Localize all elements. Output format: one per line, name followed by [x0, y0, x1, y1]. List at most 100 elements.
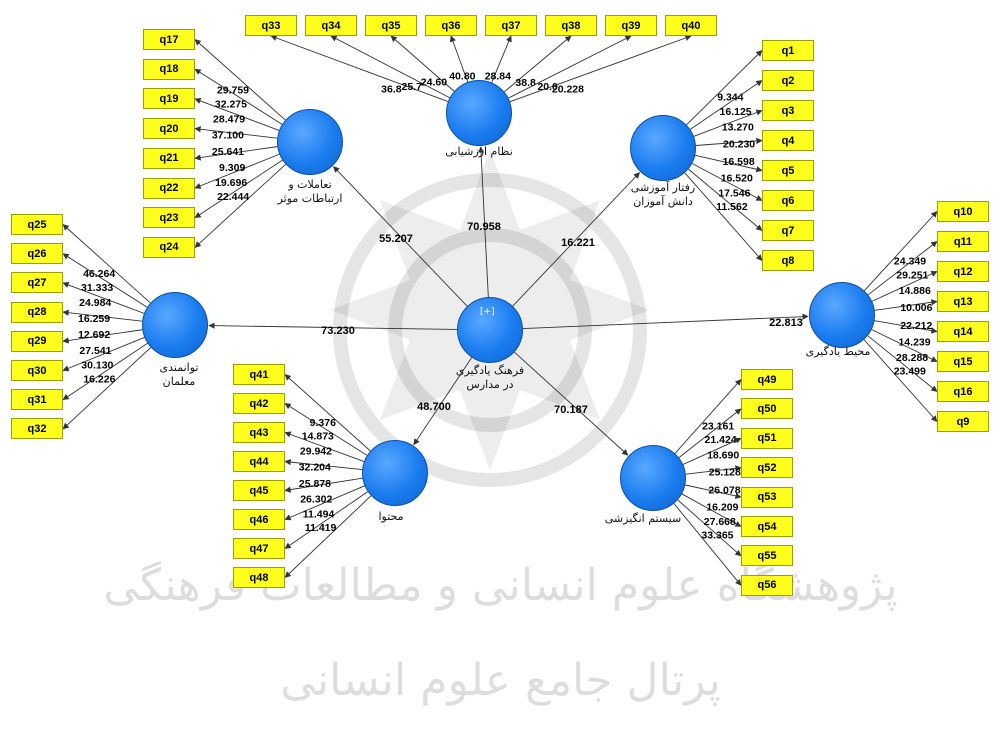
indicator-q40: q40: [665, 15, 717, 36]
loading-arrow-q47: [284, 491, 369, 549]
latent-label-line: در مدارس: [466, 378, 514, 391]
latent-label-line: دانش آموزان: [633, 195, 693, 208]
loading-arrow-q40: [509, 34, 692, 103]
loading-arrow-q49: [674, 379, 742, 454]
indicator-q3: q3: [762, 100, 814, 121]
loading-value-q46: 26.302: [300, 494, 332, 506]
indicator-q17: q17: [143, 29, 195, 50]
loading-value-q4: 20.230: [723, 139, 755, 151]
loading-value-q52: 25.128: [709, 467, 741, 479]
loading-arrow-q45: [284, 477, 363, 493]
loading-arrow-q48: [284, 495, 372, 578]
indicator-q31: q31: [11, 389, 63, 411]
indicator-q6: q6: [762, 190, 814, 211]
loading-value-q5: 16.598: [723, 156, 755, 168]
indicator-q54: q54: [741, 516, 793, 537]
indicator-q32: q32: [11, 418, 63, 440]
loading-value-q14: 22.212: [900, 320, 932, 332]
loading-value-q54: 16.209: [706, 501, 738, 513]
loading-value-q19: 28.479: [213, 113, 245, 125]
path-arrow-appraisal: [477, 146, 489, 298]
indicator-q45: q45: [233, 480, 285, 501]
latent-central: [457, 297, 523, 363]
latent-label-line: توانمندی: [159, 361, 199, 374]
loading-arrow-q13: [874, 299, 938, 311]
loading-value-q32: 16.226: [83, 373, 115, 385]
loading-arrow-q9: [863, 339, 938, 422]
path-coefficient-teacher_capability: 73.230: [321, 325, 355, 337]
loading-arrow-q15: [871, 329, 938, 362]
loading-arrow-q55: [677, 499, 742, 557]
loading-value-q30: 27.541: [79, 345, 111, 357]
indicator-q44: q44: [233, 451, 285, 472]
indicator-q4: q4: [762, 130, 814, 151]
indicator-q9: q9: [937, 411, 989, 432]
loading-value-q55: 27.668: [704, 516, 736, 528]
loading-arrow-q30: [62, 337, 145, 372]
loading-value-q11: 29.251: [896, 270, 928, 282]
loading-value-q26: 31.333: [81, 282, 113, 294]
loading-value-q35: 24.60: [421, 77, 447, 89]
indicator-q1: q1: [762, 40, 814, 61]
loading-arrow-q12: [871, 270, 938, 302]
loading-value-q28: 16.259: [78, 313, 110, 325]
indicator-q25: q25: [11, 214, 63, 235]
loading-value-q43: 29.942: [300, 446, 332, 458]
loading-value-q6: 16.520: [721, 173, 753, 185]
loading-arrow-q4: [695, 137, 763, 146]
indicator-q29: q29: [11, 330, 63, 352]
loading-arrow-q2: [690, 80, 763, 130]
indicator-q35: q35: [365, 15, 417, 36]
indicator-q11: q11: [937, 231, 989, 252]
latent-label-line: ارتباطات موثر: [277, 192, 343, 205]
loading-value-q7: 17.546: [718, 187, 750, 199]
latent-label-line: محتوا: [378, 510, 404, 523]
loading-value-q20: 37.100: [212, 130, 244, 142]
latent-label-line: سیستم انگیزشی: [604, 512, 682, 525]
path-arrow-content: [413, 357, 473, 446]
loading-value-q38: 38.8: [515, 77, 536, 89]
latent-label-learning_env: محیط یادگیری: [778, 345, 898, 359]
loading-arrow-q32: [62, 347, 152, 430]
path-coefficient-learning_behavior: 16.221: [561, 237, 595, 249]
latent-label-line: تعاملات و: [288, 178, 332, 191]
indicator-q39: q39: [605, 15, 657, 36]
loading-arrow-q42: [284, 403, 368, 456]
loading-arrow-q14: [874, 320, 938, 334]
loading-arrow-q36: [449, 35, 469, 83]
latent-appraisal: [446, 80, 512, 146]
indicator-q33: q33: [245, 15, 297, 36]
loading-value-q13: 10.006: [900, 302, 932, 314]
indicator-q43: q43: [233, 422, 285, 443]
indicator-q8: q8: [762, 250, 814, 271]
loading-value-q1: 9.344: [717, 92, 743, 104]
loading-arrow-q23: [194, 159, 283, 219]
indicator-q7: q7: [762, 220, 814, 241]
indicator-q42: q42: [233, 393, 285, 414]
indicator-q20: q20: [143, 118, 195, 140]
loading-value-q22: 9.309: [219, 162, 245, 174]
indicator-q16: q16: [937, 381, 989, 402]
latent-label-appraisal: نظام ارزشیابی: [419, 145, 539, 159]
path-arrow-learning_env: [522, 313, 809, 330]
loading-value-q40: 20.228: [552, 84, 584, 96]
path-arrow-motivation: [514, 351, 629, 456]
path-arrow-interactions: [333, 166, 468, 307]
loading-value-q53: 26.078: [708, 485, 740, 497]
path-coefficient-learning_env: 22.813: [769, 317, 803, 329]
loading-arrow-q39: [508, 35, 632, 99]
loading-value-q56: 33.365: [701, 530, 733, 542]
loading-arrow-q29: [62, 329, 143, 344]
loading-arrow-q26: [62, 253, 148, 308]
indicator-q34: q34: [305, 15, 357, 36]
indicator-q56: q56: [741, 574, 793, 596]
indicator-q23: q23: [143, 207, 195, 229]
loading-value-q44: 32.204: [299, 462, 331, 474]
loading-arrow-q18: [194, 68, 283, 125]
indicator-q10: q10: [937, 201, 989, 222]
loading-value-q27: 24.984: [79, 297, 111, 309]
loading-arrow-q11: [867, 241, 938, 296]
